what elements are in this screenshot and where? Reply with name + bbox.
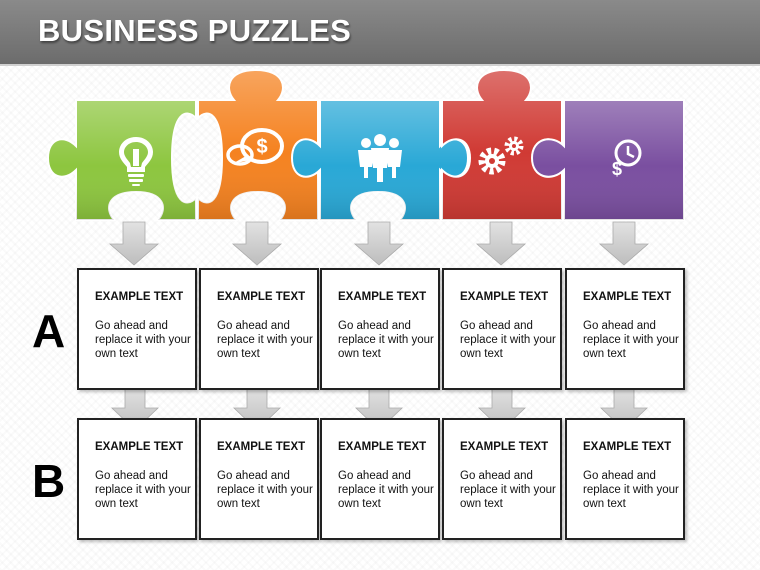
puzzle-piece-2: $ [197, 68, 319, 221]
text-box-heading: EXAMPLE TEXT [95, 441, 184, 453]
down-arrow-icon [108, 221, 160, 266]
text-box-body: Go ahead and replace it with your own te… [217, 470, 313, 510]
puzzle-piece-5: $ [530, 99, 685, 221]
gears-icon [478, 136, 524, 175]
text-box-b-1[interactable]: EXAMPLE TEXT Go ahead and replace it wit… [77, 418, 197, 540]
text-box-heading: EXAMPLE TEXT [217, 291, 306, 303]
text-box-a-4[interactable]: EXAMPLE TEXT Go ahead and replace it wit… [442, 268, 562, 390]
text-box-body: Go ahead and replace it with your own te… [583, 470, 679, 510]
text-box-heading: EXAMPLE TEXT [583, 291, 672, 303]
text-box-heading: EXAMPLE TEXT [217, 441, 306, 453]
text-box-a-1[interactable]: EXAMPLE TEXT Go ahead and replace it wit… [77, 268, 197, 390]
text-box-heading: EXAMPLE TEXT [338, 291, 427, 303]
text-box-heading: EXAMPLE TEXT [338, 441, 427, 453]
dollar-clock-icon: $ [612, 139, 642, 179]
puzzle-piece-1 [46, 99, 197, 221]
text-box-b-3[interactable]: EXAMPLE TEXT Go ahead and replace it wit… [320, 418, 440, 540]
text-box-body: Go ahead and replace it with your own te… [460, 320, 556, 360]
text-box-body: Go ahead and replace it with your own te… [217, 320, 313, 360]
text-box-body: Go ahead and replace it with your own te… [583, 320, 679, 360]
dollar-speech-icon: $ [226, 128, 284, 166]
text-box-b-2[interactable]: EXAMPLE TEXT Go ahead and replace it wit… [199, 418, 319, 540]
puzzle-piece-4 [441, 68, 563, 221]
page-title: BUSINESS PUZZLES [38, 13, 352, 48]
team-people-icon [358, 134, 402, 182]
text-box-body: Go ahead and replace it with your own te… [460, 470, 556, 510]
text-box-body: Go ahead and replace it with your own te… [338, 320, 434, 360]
row-label-b: B [32, 455, 66, 507]
text-box-a-3[interactable]: EXAMPLE TEXT Go ahead and replace it wit… [320, 268, 440, 390]
text-box-heading: EXAMPLE TEXT [95, 291, 184, 303]
puzzle-piece-3 [290, 99, 470, 221]
row-label-a: A [32, 305, 66, 357]
down-arrow-icon [353, 221, 405, 266]
svg-text:$: $ [612, 159, 622, 179]
arrows-to-row-a [108, 221, 650, 266]
down-arrow-icon [475, 221, 527, 266]
text-box-heading: EXAMPLE TEXT [460, 441, 549, 453]
text-box-b-5[interactable]: EXAMPLE TEXT Go ahead and replace it wit… [565, 418, 685, 540]
text-box-body: Go ahead and replace it with your own te… [95, 470, 191, 510]
title-bar: BUSINESS PUZZLES [0, 0, 760, 66]
lightbulb-icon [119, 137, 153, 186]
down-arrow-icon [598, 221, 650, 266]
text-box-body: Go ahead and replace it with your own te… [338, 470, 434, 510]
text-box-body: Go ahead and replace it with your own te… [95, 320, 191, 360]
text-box-heading: EXAMPLE TEXT [460, 291, 549, 303]
text-box-a-2[interactable]: EXAMPLE TEXT Go ahead and replace it wit… [199, 268, 319, 390]
text-box-heading: EXAMPLE TEXT [583, 441, 672, 453]
text-box-b-4[interactable]: EXAMPLE TEXT Go ahead and replace it wit… [442, 418, 562, 540]
text-box-a-5[interactable]: EXAMPLE TEXT Go ahead and replace it wit… [565, 268, 685, 390]
svg-text:$: $ [256, 136, 267, 158]
down-arrow-icon [231, 221, 283, 266]
